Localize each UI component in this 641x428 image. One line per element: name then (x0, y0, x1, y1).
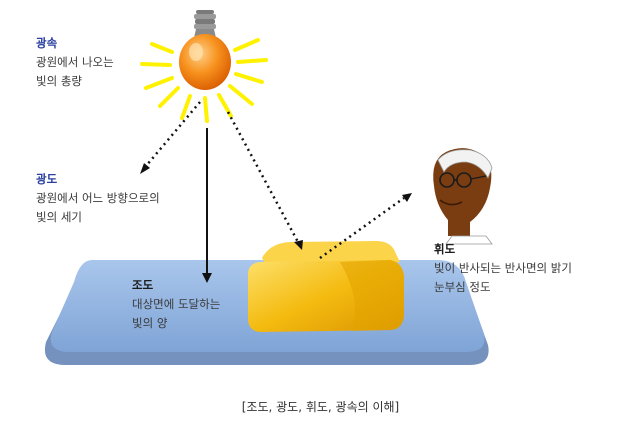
label-luminous-intensity-title: 광도 (36, 172, 58, 186)
arrow-to-block (226, 111, 300, 243)
arrows (140, 101, 412, 283)
light-bulb-icon (179, 10, 231, 90)
label-luminous-flux: 광속 광원에서 나오는 빛의 총량 (36, 34, 114, 91)
figure-caption: [조도, 광도, 휘도, 광속의 이해] (241, 400, 400, 414)
person-face-icon (433, 148, 493, 245)
label-illuminance-line-1: 대상면에 도달하는 (132, 297, 221, 311)
label-luminance: 휘도 빛이 반사되는 반사면의 밝기 눈부심 정도 (434, 240, 572, 297)
arrow-luminous-intensity (145, 101, 201, 167)
reflective-block (248, 241, 404, 332)
label-luminance-line-1: 빛이 반사되는 반사면의 밝기 (434, 261, 572, 275)
label-luminance-line-2: 눈부심 정도 (434, 280, 491, 294)
label-illuminance-title: 조도 (132, 278, 154, 292)
label-luminous-flux-title: 광속 (36, 36, 58, 50)
label-luminous-flux-line-2: 빛의 총량 (36, 74, 82, 88)
label-illuminance-line-2: 빛의 양 (132, 316, 168, 330)
label-luminous-intensity-line-1: 광원에서 어느 방향으로의 (36, 191, 160, 205)
label-luminous-intensity-line-2: 빛의 세기 (36, 210, 82, 224)
label-luminance-title: 휘도 (434, 242, 456, 256)
label-luminous-flux-line-1: 광원에서 나오는 (36, 55, 114, 69)
label-luminous-intensity: 광도 광원에서 어느 방향으로의 빛의 세기 (36, 170, 160, 227)
label-illuminance: 조도 대상면에 도달하는 빛의 양 (132, 276, 220, 333)
light-rays (140, 38, 268, 123)
